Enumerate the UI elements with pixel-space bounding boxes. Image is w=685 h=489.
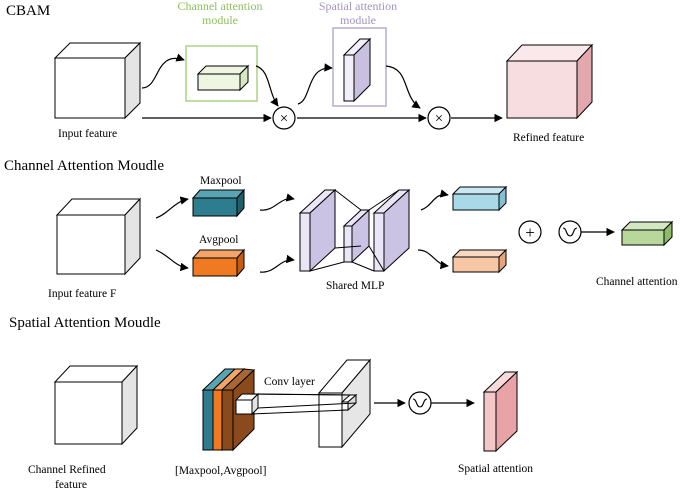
arrow-input-to-maxpool [155,196,189,219]
conv-projection-lines [241,393,357,415]
maxpool-block [191,188,246,218]
spatial-module-label-line1: Spatial attention [319,0,397,13]
cbam-title: CBAM [6,3,50,19]
arrow-mlp-to-top-output [420,189,449,211]
spatial-attention-block [482,370,519,453]
spatial-input-label-line2: feature [55,479,87,489]
spatial-input-label-line1: Channel Refined [28,464,106,476]
plus-circle: + [518,220,542,244]
channel-module-label-line1: Channel attention [178,0,263,13]
arrow-avgpool-to-mlp [259,254,295,273]
channel-attention-block [620,220,674,247]
multiply-symbol-2: × [435,111,443,127]
cbam-input-label: Input feature [58,128,117,140]
arrow-input-to-channel [141,53,185,89]
spatial-input-cube [53,364,139,446]
channel-module-box [185,45,258,102]
avgpool-label: Avgpool [199,234,238,246]
arrow-channel-to-multiply [255,65,279,107]
mlp-output-bottom-block [451,248,508,274]
kernel-cube [234,392,260,416]
spatial-module-label-line2: module [340,13,376,27]
conv-layer-label: Conv layer [264,376,315,388]
arrow-mlp-to-bottom-output [417,249,449,270]
shared-mlp [298,188,411,273]
shared-mlp-label: Shared MLP [326,280,384,292]
spatial-module-box [332,27,387,107]
cbam-input-cube [53,41,142,120]
refined-feature-cube [505,43,594,120]
refined-feature-label: Refined feature [513,132,584,144]
spatial-attention-title: Spatial Attention Moudle [9,315,161,331]
arrow-multiply-to-spatial [297,63,333,105]
spatial-module-block [342,37,372,103]
multiply-circle-2: × [427,106,451,130]
arrow-spatial-to-multiply [385,65,421,109]
multiply-circle-1: × [272,106,296,130]
channel-attention-label: Channel attention [596,276,678,288]
sigmoid-icon-channel [558,220,582,244]
arrow-maxpool-to-mlp [259,193,295,211]
sigmoid-icon-spatial [408,391,432,415]
multiply-symbol-1: × [280,111,288,127]
pool-stack-label: [Maxpool,Avgpool] [175,465,266,477]
channel-input-label: Input feature F [48,288,116,300]
channel-attention-title: Channel Attention Moudle [4,158,164,174]
channel-module-label-line2: module [202,13,238,27]
spatial-attention-label: Spatial attention [458,463,533,475]
maxpool-label: Maxpool [200,175,242,187]
plus-symbol: + [525,223,535,242]
channel-module-block [196,64,250,92]
channel-input-cube [55,197,142,276]
avgpool-block [191,248,246,278]
arrow-input-to-avgpool [155,249,189,272]
mlp-output-top-block [451,185,508,212]
